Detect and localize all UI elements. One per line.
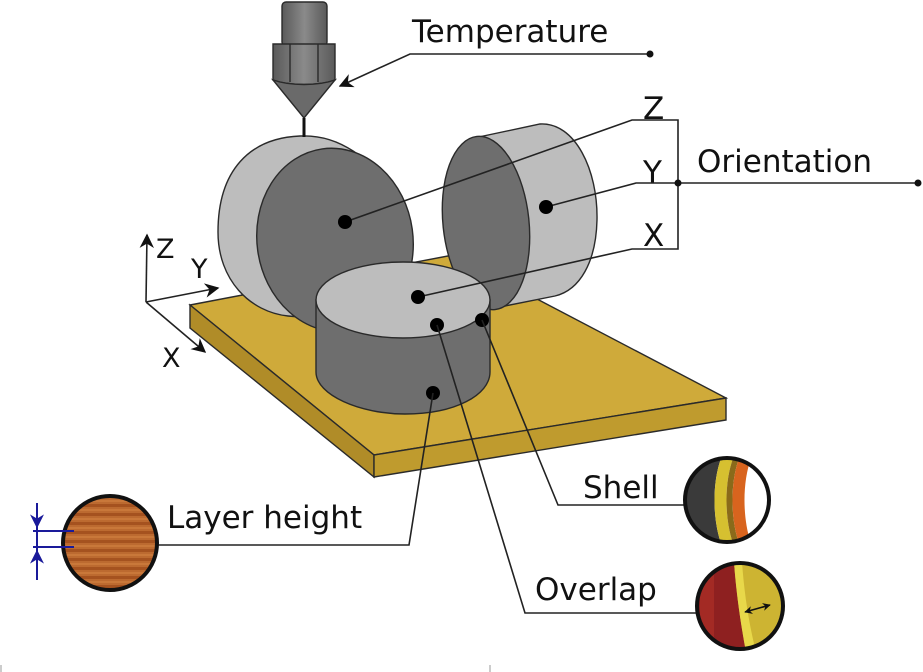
label-shell: Shell — [583, 470, 659, 506]
layer-dimension-arrows-icon — [30, 503, 74, 580]
overlap-callout: Overlap — [430, 318, 785, 651]
layer-height-inset-icon — [61, 494, 159, 592]
build-plate-front-side — [373, 397, 727, 478]
shell-callout: Shell — [475, 313, 771, 544]
nozzle-icon — [270, 1, 338, 137]
label-orientation: Orientation — [697, 144, 872, 180]
temperature-callout: Temperature — [338, 14, 654, 88]
y-axis-arrow — [145, 283, 220, 303]
orientation-callout: Z Y X Orientation — [338, 91, 922, 304]
label-overlap: Overlap — [535, 572, 657, 608]
coordinate-axes: Z Y X — [139, 233, 220, 374]
z-axis-arrow — [139, 233, 155, 303]
overlap-arrow-icon — [744, 603, 771, 614]
shell-inset-icon — [685, 458, 769, 542]
cylinder-x-orientation — [315, 261, 491, 415]
orientation-axis-z: Z — [643, 91, 664, 127]
x-axis-arrow — [145, 301, 207, 353]
layer-height-callout: Layer height — [30, 386, 440, 592]
label-layer-height: Layer height — [167, 500, 362, 536]
orientation-axis-x: X — [643, 218, 664, 254]
axis-label-y: Y — [190, 254, 208, 285]
axis-label-x: X — [162, 343, 181, 374]
orientation-axis-y: Y — [642, 155, 662, 191]
axis-label-z: Z — [156, 234, 175, 265]
label-temperature: Temperature — [411, 14, 608, 50]
